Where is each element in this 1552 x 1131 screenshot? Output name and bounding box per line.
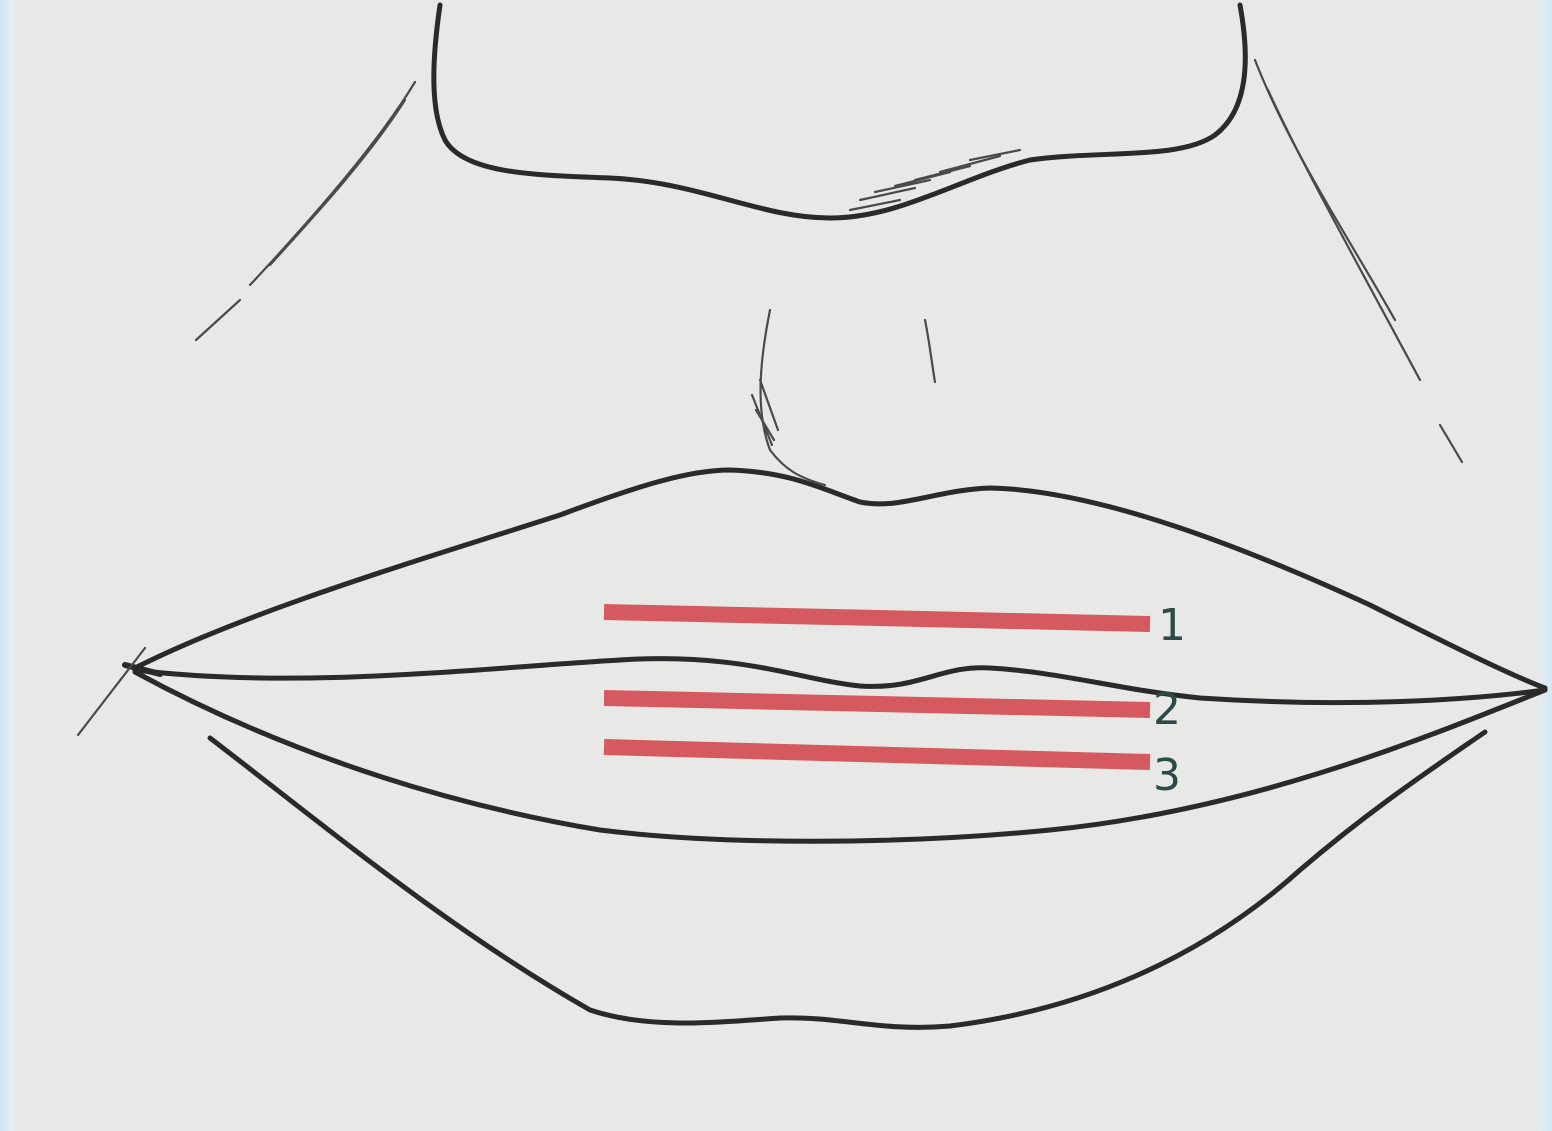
cheek-fold-lines	[196, 60, 1462, 462]
marker-label-2: 2	[1153, 684, 1181, 735]
marker-line-2: 2	[604, 684, 1181, 735]
lower-lip-outer-outline	[210, 732, 1485, 1027]
marker-line-3: 3	[604, 747, 1181, 801]
nose-drawing	[434, 5, 1245, 218]
marker-label-1: 1	[1158, 600, 1186, 651]
philtrum-lines	[752, 310, 935, 485]
marker-label-3: 3	[1153, 750, 1181, 801]
mouth-line	[78, 648, 1545, 735]
marker-line-1: 1	[604, 600, 1186, 651]
upper-lip-outline	[135, 470, 1545, 688]
